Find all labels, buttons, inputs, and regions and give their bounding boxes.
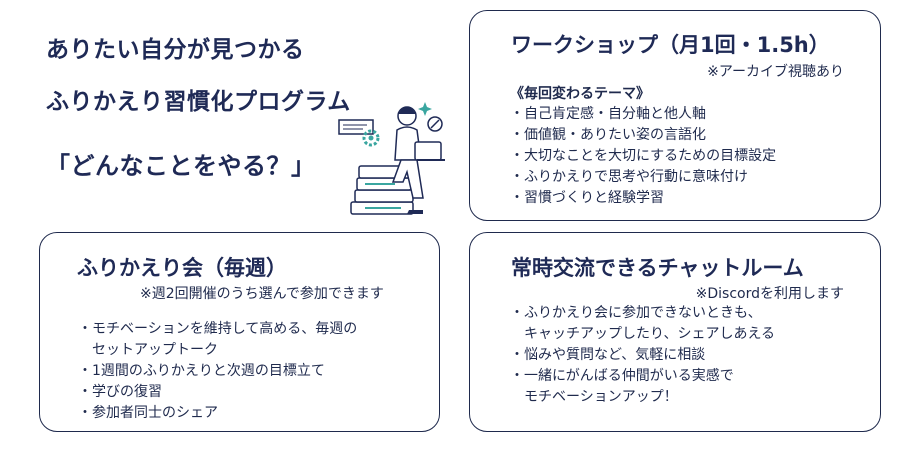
list-item: ・習慣づくりと経験学習 [510,190,664,206]
program-title-line1: ありたい自分が見つかる [46,37,305,63]
chat-room-card: 常時交流できるチャットルーム ※Discordを利用します ・ふりかえり会に参加… [469,232,881,432]
program-subtitle: 「どんなことをやる？」 [46,152,316,180]
workshop-topic-list: ・自己肯定感・自分軸と他人軸 ・価値観・ありたい姿の言語化 ・大切なことを大切に… [510,104,776,209]
person-figure [391,106,445,214]
list-item: ・1週間のふりかえりと次週の目標立て [78,363,325,379]
weekly-reflection-card: ふりかえり会（毎週） ※週2回開催のうち選んで参加できます ・モチベーションを維… [39,232,440,432]
workshop-theme-label: 《毎回変わるテーマ》 [510,86,650,102]
weekly-reflection-note: ※週2回開催のうち選んで参加できます [140,286,384,302]
list-item: ・モチベーションを維持して高める、毎週のセットアップトーク [78,321,358,358]
list-item: ・悩みや質問など、気軽に相談 [510,347,706,363]
list-item: ・ふりかえりで思考や行動に意味付け [510,169,748,185]
chat-room-note: ※Discordを利用します [695,286,844,302]
weekly-reflection-list: ・モチベーションを維持して高める、毎週のセットアップトーク ・1週間のふりかえり… [78,319,357,424]
workshop-heading: ワークショップ（月1回・1.5h） [511,33,830,57]
document-icon [338,119,374,135]
workshop-card: ワークショップ（月1回・1.5h） ※アーカイブ視聴あり 《毎回変わるテーマ》 … [469,10,881,221]
list-item: ・大切なことを大切にするための目標設定 [510,148,777,164]
sparkle-icon [418,102,432,116]
list-item: ・自己肯定感・自分軸と他人軸 [510,106,706,122]
list-item: ・学びの復習 [78,384,162,400]
list-item: ・ふりかえり会に参加できないときも、キャッチアップしたり、シェアしあえる [510,305,776,342]
chat-room-heading: 常時交流できるチャットルーム [511,256,804,280]
chat-room-list: ・ふりかえり会に参加できないときも、キャッチアップしたり、シェアしあえる ・悩み… [510,303,775,408]
list-item: ・参加者同士のシェア [78,405,218,421]
gear-icon [362,129,380,147]
studying-person-illustration [338,102,445,215]
workshop-archive-note: ※アーカイブ視聴あり [707,64,844,80]
list-item: ・価値観・ありたい姿の言語化 [510,127,706,143]
list-item: ・一緒にがんばる仲間がいる実感でモチベーションアップ！ [510,368,734,405]
weekly-reflection-heading: ふりかえり会（毎週） [77,256,287,280]
book-stack [350,165,414,215]
program-title-line2: ふりかえり習慣化プログラム [46,89,351,115]
